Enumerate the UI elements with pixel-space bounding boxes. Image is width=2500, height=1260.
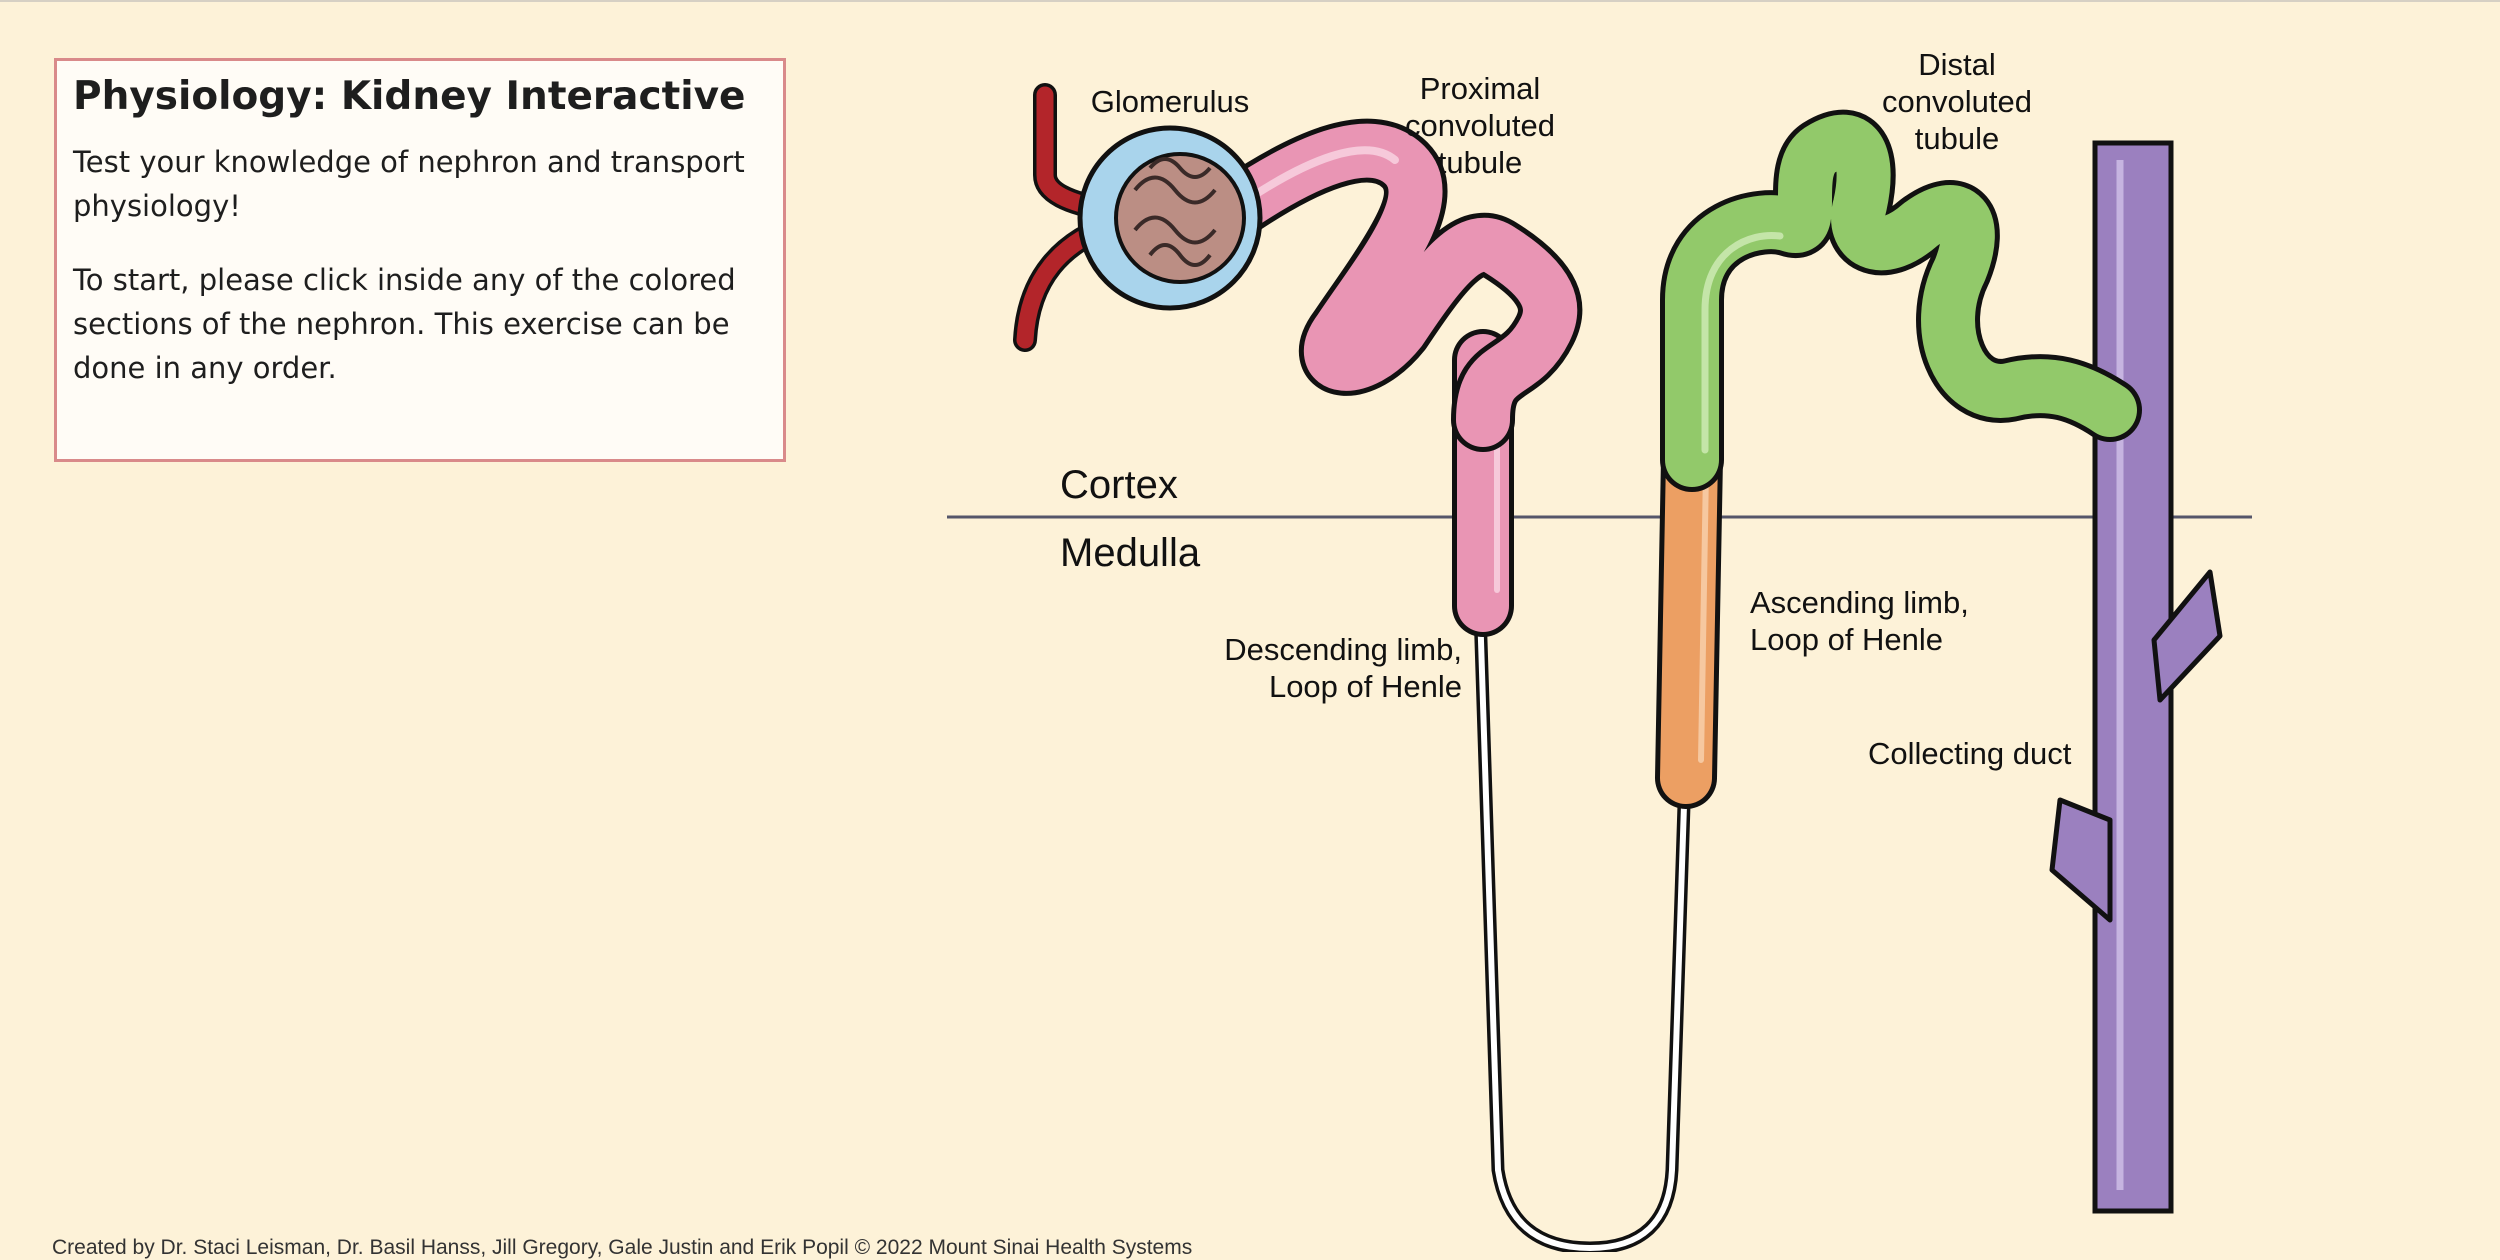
dct-label-line1: Distal <box>1918 47 1996 82</box>
distal-tubule-segment[interactable] <box>1660 109 2142 492</box>
dct-label-line3: tubule <box>1915 121 1999 156</box>
ascending-label-line1: Ascending limb, <box>1750 585 1969 620</box>
top-border <box>0 0 2500 2</box>
ascending-label-line2: Loop of Henle <box>1750 622 1943 657</box>
ascending-limb-segment[interactable] <box>1655 427 1723 809</box>
glomerulus-label: Glomerulus <box>1091 84 1250 119</box>
instructions-text: To start, please click inside any of the… <box>73 262 736 385</box>
credit-footer: Created by Dr. Staci Leisman, Dr. Basil … <box>52 1236 1193 1259</box>
intro-panel: Physiology: Kidney Interactive Test your… <box>54 58 786 462</box>
pct-label-line2: convoluted <box>1405 108 1555 143</box>
pct-label-line1: Proximal <box>1420 71 1541 106</box>
pct-label-line3: tubule <box>1438 145 1522 180</box>
medulla-label: Medulla <box>1060 531 1201 575</box>
thin-loop-segment <box>1473 603 1691 1252</box>
cortex-label: Cortex <box>1060 463 1178 507</box>
glomerulus-segment[interactable] <box>1013 83 1263 352</box>
proximal-tubule-segment[interactable] <box>1208 118 1582 452</box>
descending-label-line2: Loop of Henle <box>1269 669 1462 704</box>
intro-text: Test your knowledge of nephron and trans… <box>73 144 745 223</box>
collecting-duct-segment[interactable] <box>2049 140 2223 1214</box>
dct-label-line2: convoluted <box>1882 84 2032 119</box>
page-title: Physiology: Kidney Interactive <box>73 74 746 119</box>
descending-label-line1: Descending limb, <box>1224 632 1462 667</box>
collecting-duct-label: Collecting duct <box>1868 736 2072 771</box>
